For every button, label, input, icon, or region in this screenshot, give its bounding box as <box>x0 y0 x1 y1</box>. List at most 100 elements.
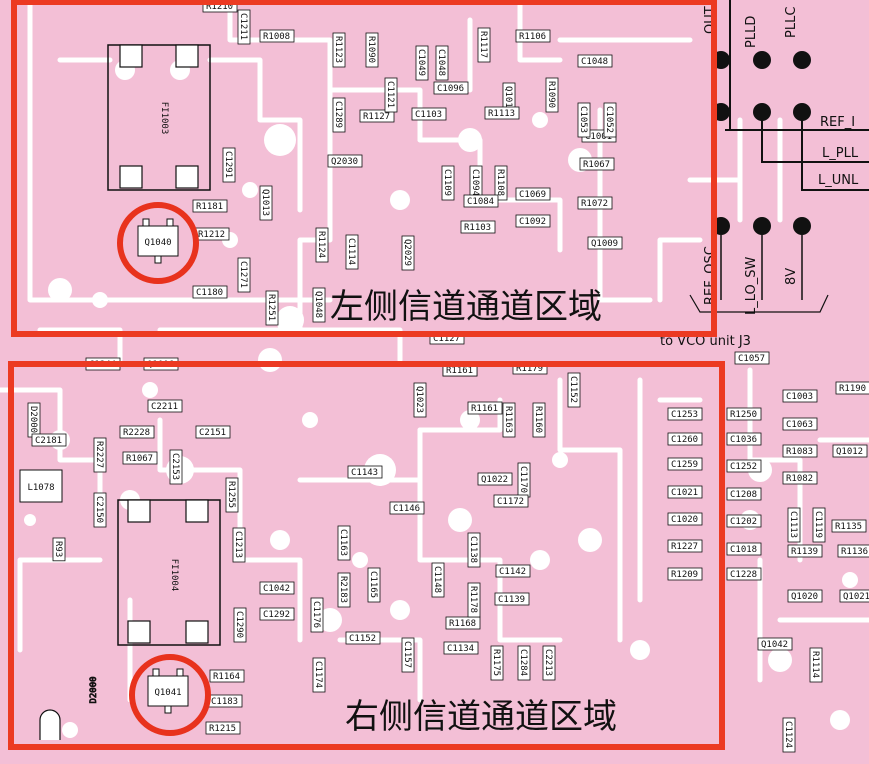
component-c1036: C1036 <box>726 432 762 446</box>
component-body <box>477 27 491 63</box>
component-body <box>367 567 381 603</box>
component-c1057: C1057 <box>734 351 770 365</box>
component-c1134: C1134 <box>443 641 479 655</box>
component-label: C2150 <box>94 496 104 523</box>
component-label: R1161 <box>471 404 498 414</box>
component-label: C1139 <box>498 595 525 605</box>
component-label: C1020 <box>671 515 698 525</box>
right-channel-region <box>8 361 725 750</box>
component-body <box>726 459 762 473</box>
component-body <box>667 512 703 526</box>
component-label: R1212 <box>198 230 225 240</box>
component-body <box>812 507 826 543</box>
component-r1255: R1255 <box>225 477 239 513</box>
signal-ref-i: REF_I <box>820 115 855 130</box>
component-label: R1175 <box>491 649 501 676</box>
component-body <box>222 147 236 183</box>
component-label: C1253 <box>671 410 698 420</box>
component-r1106: R1106 <box>515 29 551 43</box>
component-body <box>515 214 551 228</box>
component-body <box>787 544 823 558</box>
component-label: C1174 <box>313 661 323 688</box>
component-body <box>413 382 427 418</box>
component-label: C1053 <box>578 106 588 133</box>
component-q2030: Q2030 <box>327 154 363 168</box>
component-body <box>232 527 246 563</box>
component-c1084: C1084 <box>463 194 499 208</box>
component-body <box>782 417 818 431</box>
component-label: R1127 <box>363 112 390 122</box>
component-r1212: R1212 <box>194 227 230 241</box>
component-body <box>122 451 158 465</box>
component-body <box>577 102 591 138</box>
component-label: C1211 <box>238 13 248 40</box>
component-body <box>467 401 503 415</box>
component-label: C1292 <box>263 610 290 620</box>
component-q1048: Q1048 <box>312 287 326 323</box>
component-label: C1063 <box>786 420 813 430</box>
component-r1008: R1008 <box>259 29 295 43</box>
component-label: C1148 <box>432 566 442 593</box>
component-label: R1090 <box>546 81 556 108</box>
component-r1136: R1136 <box>837 544 869 558</box>
component-body <box>345 234 359 270</box>
component-label: R1190 <box>839 384 866 394</box>
component-body <box>577 196 613 210</box>
component-c2150: C2150 <box>93 492 107 528</box>
component-label: C1003 <box>786 392 813 402</box>
component-body <box>259 29 295 43</box>
component-label: C1121 <box>385 81 395 108</box>
component-label: C2151 <box>199 428 226 438</box>
component-r1090: R1090 <box>365 32 379 68</box>
component-label: R1160 <box>533 406 543 433</box>
component-c1291: C1291 <box>222 147 236 183</box>
component-c1174: C1174 <box>312 657 326 693</box>
component-body <box>726 567 762 581</box>
component-body <box>345 631 381 645</box>
component-label: C1094 <box>470 169 480 196</box>
component-r1114: R1114 <box>809 647 823 683</box>
component-label: C1036 <box>730 435 757 445</box>
component-body <box>332 97 346 133</box>
component-body <box>577 54 613 68</box>
component-body <box>477 472 513 486</box>
copper-pads <box>24 60 858 738</box>
component-q2029: Q2029 <box>401 235 415 271</box>
component-r1163: R1163 <box>502 402 516 438</box>
component-body <box>782 389 818 403</box>
diode-d2000-label: D2000 <box>89 676 99 703</box>
component-body <box>667 567 703 581</box>
component-label: C1290 <box>234 611 244 638</box>
component-label: C1157 <box>402 641 412 668</box>
component-label: C1113 <box>788 511 798 538</box>
component-body <box>495 564 531 578</box>
component-q1012: Q1012 <box>832 444 868 458</box>
component-c1172: C1172 <box>493 494 529 508</box>
component-c1180: C1180 <box>192 285 228 299</box>
component-c1018: C1018 <box>726 542 762 556</box>
component-body <box>502 402 516 438</box>
component-body <box>726 432 762 446</box>
component-c1165: C1165 <box>367 567 381 603</box>
component-body <box>494 165 508 201</box>
component-r1164: R1164 <box>209 669 245 683</box>
transistor-q1041: Q1041 <box>147 668 189 714</box>
component-body <box>490 645 504 681</box>
component-body <box>433 81 469 95</box>
component-body <box>441 165 455 201</box>
component-c1103: C1103 <box>411 107 447 121</box>
component-label: C1183 <box>211 697 238 707</box>
right-channel-label: 右侧信道通道区域 <box>345 697 617 737</box>
component-label: C1048 <box>581 57 608 67</box>
component-c1202: C1202 <box>726 514 762 528</box>
component-c1139: C1139 <box>494 592 530 606</box>
component-c1053: C1053 <box>577 102 591 138</box>
left-channel-region <box>11 0 717 337</box>
component-label: R1136 <box>841 547 868 557</box>
component-body <box>542 645 556 681</box>
component-body <box>545 77 559 113</box>
component-body <box>192 199 228 213</box>
component-c1290: C1290 <box>233 607 247 643</box>
component-r1072: R1072 <box>577 196 613 210</box>
